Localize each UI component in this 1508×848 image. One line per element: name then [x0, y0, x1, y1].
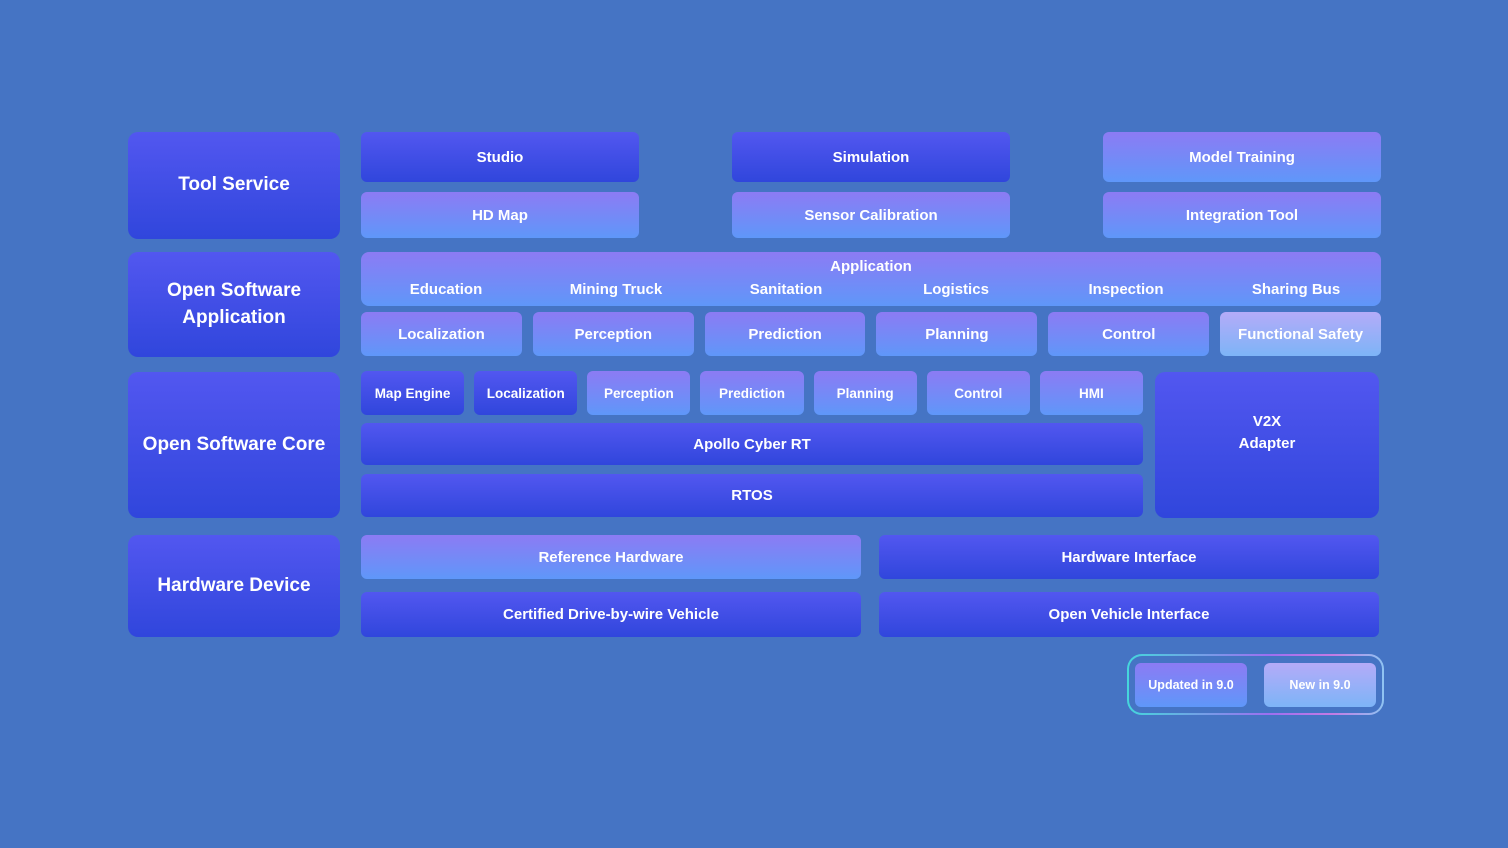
section-tool-service: Tool Service	[128, 132, 340, 239]
section-open-software-application-label: Open Software Application	[166, 279, 302, 328]
block-studio-label: Studio	[476, 148, 524, 166]
block-certified-drive-by-wire-vehicle-label: Certified Drive-by-wire Vehicle	[503, 606, 719, 623]
block-app-planning-label: Planning	[925, 325, 989, 343]
section-open-software-core-label: Open Software Core	[142, 433, 326, 455]
block-sensor-calibration-label: Sensor Calibration	[804, 206, 938, 224]
block-functional-safety: Functional Safety	[1220, 312, 1381, 356]
block-hmi: HMI	[1039, 371, 1143, 415]
block-reference-hardware: Reference Hardware	[361, 535, 861, 579]
domain-mining-truck: Mining Truck	[569, 281, 663, 298]
block-app-control: Control	[1048, 312, 1210, 356]
block-core-prediction-label: Prediction	[718, 385, 785, 401]
block-apollo-cyber-rt-label: Apollo Cyber RT	[693, 435, 811, 453]
block-core-localization: Localization	[474, 371, 578, 415]
block-app-localization: Localization	[361, 312, 522, 356]
block-app-planning: Planning	[876, 312, 1038, 356]
block-sensor-calibration: Sensor Calibration	[732, 192, 1010, 238]
block-core-planning-label: Planning	[836, 385, 894, 401]
v2x-line1: V2X	[1252, 412, 1282, 430]
tool-service-row-1: Studio Simulation Model Training	[361, 132, 1381, 182]
legend-updated-label: Updated in 9.0	[1148, 677, 1234, 692]
domain-sharing-bus: Sharing Bus	[1251, 281, 1341, 298]
section-tool-service-label: Tool Service	[178, 174, 290, 196]
block-core-control-label: Control	[954, 385, 1003, 401]
block-hd-map-label: HD Map	[472, 206, 528, 224]
block-model-training-label: Model Training	[1189, 148, 1295, 166]
block-v2x-adapter-label: V2X Adapter	[1239, 411, 1296, 456]
block-rtos-label: RTOS	[731, 487, 773, 504]
block-hardware-interface: Hardware Interface	[879, 535, 1379, 579]
block-core-localization-label: Localization	[486, 385, 565, 401]
block-app-control-label: Control	[1102, 325, 1156, 343]
legend-new-label: New in 9.0	[1289, 677, 1351, 692]
domain-education: Education	[409, 281, 483, 298]
block-rtos: RTOS	[361, 474, 1143, 517]
application-bar-title: Application	[830, 258, 912, 275]
block-integration-tool: Integration Tool	[1103, 192, 1381, 238]
section-hardware-device-label: Hardware Device	[157, 574, 311, 596]
block-studio: Studio	[361, 132, 639, 182]
application-bar: Application Education Mining Truck Sanit…	[361, 252, 1381, 306]
block-hardware-interface-label: Hardware Interface	[1061, 548, 1197, 566]
domain-sanitation: Sanitation	[749, 281, 823, 298]
application-modules-row: Localization Perception Prediction Plann…	[361, 312, 1381, 356]
block-core-control: Control	[926, 371, 1030, 415]
section-hardware-device: Hardware Device	[128, 535, 340, 637]
block-app-perception: Perception	[532, 312, 694, 356]
block-core-perception-label: Perception	[603, 385, 674, 401]
application-domains-row: Education Mining Truck Sanitation Logist…	[361, 281, 1381, 298]
legend-inner: Updated in 9.0 New in 9.0	[1129, 656, 1382, 713]
legend-updated-swatch: Updated in 9.0	[1135, 662, 1247, 707]
block-app-prediction-label: Prediction	[748, 325, 822, 343]
block-open-vehicle-interface: Open Vehicle Interface	[879, 592, 1379, 637]
domain-logistics: Logistics	[923, 281, 989, 298]
block-app-prediction: Prediction	[704, 312, 866, 356]
block-v2x-adapter: V2X Adapter	[1155, 372, 1379, 518]
block-app-perception-label: Perception	[574, 325, 652, 343]
section-open-software-core: Open Software Core	[128, 372, 340, 518]
block-functional-safety-label: Functional Safety	[1238, 325, 1364, 343]
block-core-planning: Planning	[813, 371, 917, 415]
block-app-localization-label: Localization	[398, 325, 485, 343]
block-apollo-cyber-rt: Apollo Cyber RT	[361, 423, 1143, 465]
section-open-software-application: Open Software Application	[128, 252, 340, 357]
block-core-perception: Perception	[587, 371, 691, 415]
block-hd-map: HD Map	[361, 192, 639, 238]
block-hmi-label: HMI	[1079, 385, 1104, 401]
block-simulation: Simulation	[732, 132, 1010, 182]
v2x-line2: Adapter	[1238, 435, 1296, 452]
block-map-engine-label: Map Engine	[374, 385, 451, 401]
core-modules-row: Map Engine Localization Perception Predi…	[361, 371, 1143, 415]
block-open-vehicle-interface-label: Open Vehicle Interface	[1048, 606, 1210, 623]
legend: Updated in 9.0 New in 9.0	[1127, 654, 1384, 715]
legend-new-swatch: New in 9.0	[1264, 662, 1376, 707]
tool-service-row-2: HD Map Sensor Calibration Integration To…	[361, 192, 1381, 238]
block-certified-drive-by-wire-vehicle: Certified Drive-by-wire Vehicle	[361, 592, 861, 637]
block-core-prediction: Prediction	[700, 371, 804, 415]
block-map-engine: Map Engine	[361, 371, 465, 415]
block-reference-hardware-label: Reference Hardware	[538, 548, 684, 566]
domain-inspection: Inspection	[1088, 281, 1164, 298]
block-integration-tool-label: Integration Tool	[1185, 206, 1299, 224]
block-model-training: Model Training	[1103, 132, 1381, 182]
block-simulation-label: Simulation	[832, 148, 910, 166]
